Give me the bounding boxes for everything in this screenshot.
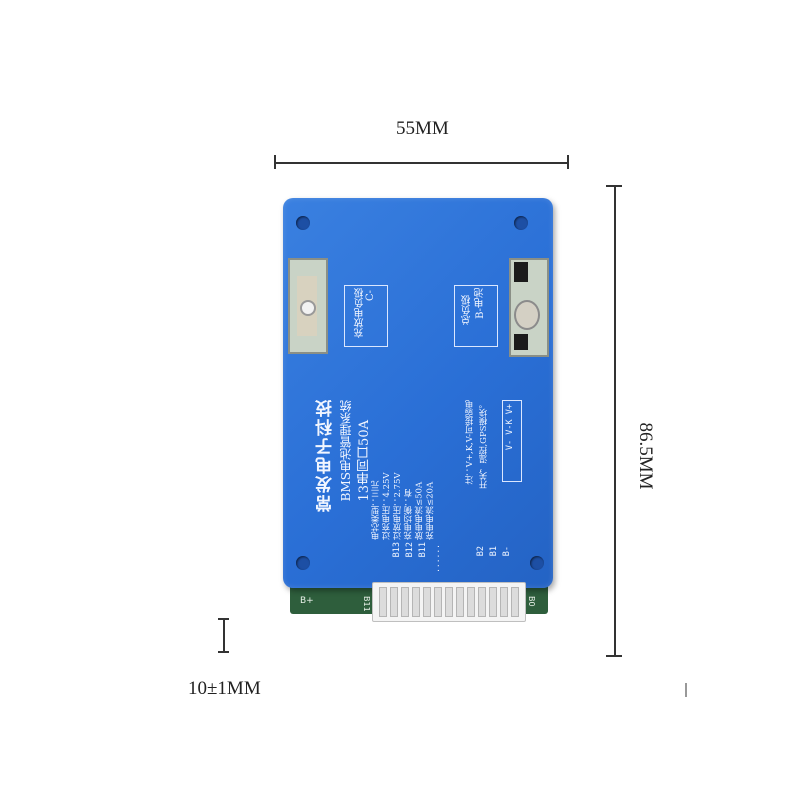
balance-wire-connector — [372, 582, 526, 622]
spec-overdischarge-voltage: 过放电压：2.75V — [392, 472, 403, 540]
spec-overcharge-voltage: 过充电压：4.25V — [381, 472, 392, 540]
c-minus-description: 充放电负极 — [355, 288, 366, 338]
mounting-hole-bottom-left — [296, 556, 310, 570]
b-minus-screw-hole — [514, 300, 540, 330]
spec-balancing: 充电均衡：有 — [403, 489, 414, 540]
thickness-dimension-tick-bottom — [218, 651, 229, 653]
thickness-dimension-label: 10±1MM — [188, 678, 261, 699]
switch-label-box — [502, 400, 522, 482]
connector-pin — [412, 587, 420, 617]
connector-pin — [434, 587, 442, 617]
pin-label-b13: B13 — [392, 542, 402, 558]
connector-pin — [390, 587, 398, 617]
connector-pin — [423, 587, 431, 617]
connector-pin — [478, 587, 486, 617]
pin-label-b12: B12 — [405, 542, 415, 558]
spec-list: 电芯类型：三元 过充电压：4.25V 过放电压：2.75V 充电均衡：有 放电电… — [371, 418, 436, 541]
note-line-2: 开关，温控,GPS模块。 — [479, 400, 489, 490]
mounting-hole-top-left — [296, 216, 310, 230]
connector-pin — [511, 587, 519, 617]
mounting-hole-top-right — [514, 216, 528, 230]
system-name: BMS电池管理系统 — [339, 400, 353, 502]
c-minus-label-box — [344, 285, 388, 347]
spec-charge-current: 充电电流≤20A — [425, 481, 436, 540]
pin-label-bminus: B- — [502, 546, 512, 557]
height-dimension-line — [614, 186, 616, 656]
left-pin-labels: B13 B12 B11 — [392, 542, 428, 557]
mounting-hole-bottom-right — [530, 556, 544, 570]
height-dimension-tick-top — [606, 185, 622, 187]
c-minus-screw-hole — [300, 300, 316, 316]
b-minus-label-box — [454, 285, 498, 347]
spec-discharge-current: 放电电流≤50A — [414, 481, 425, 540]
b-minus-description: 总负极 — [462, 295, 473, 325]
spec-cell-type: 电芯类型：三元 — [371, 480, 381, 541]
connector-pin — [456, 587, 464, 617]
pcb-label-b11: B11 — [362, 596, 371, 612]
stray-mark — [685, 683, 687, 697]
thickness-dimension-line — [223, 618, 225, 652]
connector-pin — [401, 587, 409, 617]
height-dimension-tick-bottom — [606, 655, 622, 657]
right-pin-labels: B2 B1 B- — [476, 546, 512, 556]
b-minus-title: B-电池 — [475, 288, 486, 319]
c-minus-title: C- — [365, 290, 376, 302]
pin-label-dots: ...... — [432, 544, 441, 573]
connector-pin — [445, 587, 453, 617]
connector-pin — [379, 587, 387, 617]
connector-pin — [500, 587, 508, 617]
pcb-label-bplus: B+ — [300, 596, 314, 606]
pin-label-b2: B2 — [476, 546, 486, 557]
width-dimension-label: 55MM — [396, 118, 449, 139]
brand-title: 常发电子科技 — [316, 398, 336, 512]
width-dimension-tick-right — [567, 155, 569, 169]
connector-pin — [467, 587, 475, 617]
mosfet-component — [514, 334, 528, 350]
mosfet-component — [514, 262, 528, 282]
width-dimension-tick-left — [274, 155, 276, 169]
pin-label-b1: B1 — [489, 546, 499, 557]
width-dimension-line — [275, 162, 568, 164]
bms-cover-plate — [283, 198, 553, 588]
connector-pin — [489, 587, 497, 617]
thickness-dimension-tick-top — [218, 618, 229, 620]
note-line-1: 注：V+,K,V-可接弱电 — [465, 400, 475, 485]
switch-pin-label: V- V-K V+ — [505, 404, 515, 451]
pcb-label-b0: B0 — [527, 596, 536, 607]
pin-label-b11: B11 — [418, 542, 428, 558]
battery-config: 13串同口50A — [357, 420, 372, 502]
height-dimension-label: 86.5MM — [635, 422, 656, 490]
c-minus-terminal-window — [288, 258, 328, 354]
